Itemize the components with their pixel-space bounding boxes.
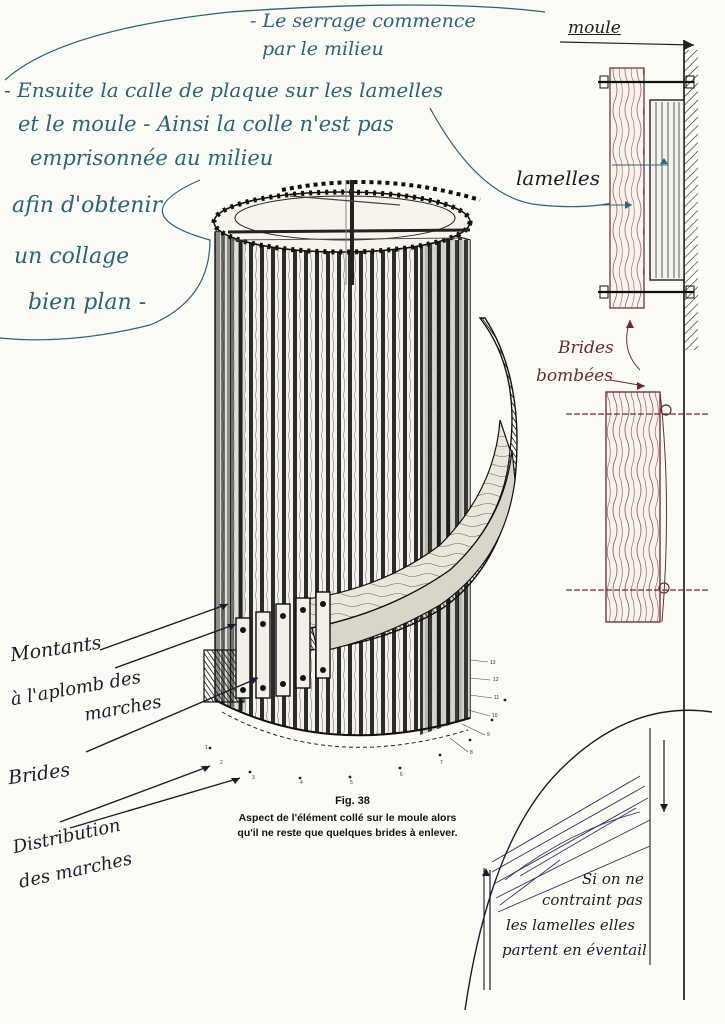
note-ensuite-line2: et le moule - Ainsi la colle n'est pas: [18, 112, 394, 136]
note-bubble-outline: [4, 4, 546, 81]
step-number-6: 6: [400, 772, 403, 778]
note-ensuite-line1: - Ensuite la calle de plaque sur les lam…: [4, 78, 444, 102]
note-bubble-lower: [0, 179, 211, 341]
fanning-lamelles-sketch: [464, 709, 713, 1011]
step-number-10: 10: [492, 713, 498, 719]
step-number-13: 13: [490, 660, 496, 666]
corner-note-line4: partent en éventail: [502, 941, 647, 959]
note-ensuite-line3: emprisonnée au milieu: [30, 146, 274, 170]
step-number-3: 3: [252, 775, 255, 781]
corner-note-line1: Si on ne: [582, 870, 644, 888]
step-number-9: 9: [487, 732, 490, 738]
step-number-2: 2: [220, 760, 223, 766]
label-bombees: bombées: [536, 366, 613, 386]
caption-line1: Aspect de l'élément collé sur le moule a…: [238, 812, 457, 824]
corner-note-line3: les lamelles elles: [506, 916, 635, 934]
step-number-1: 1: [205, 745, 208, 751]
label-moule: moule: [568, 18, 621, 38]
note-afin-line1: afin d'obtenir: [12, 193, 162, 218]
step-number-8: 8: [470, 750, 473, 756]
step-number-4: 4: [300, 780, 303, 786]
step-number-7: 7: [440, 760, 443, 766]
label-brides: Brides: [558, 338, 614, 358]
curved-clamp-sketch: [566, 319, 710, 623]
mould-section-sketch: [559, 40, 698, 1000]
note-serrage-line2: par le milieu: [262, 38, 384, 60]
step-number-12: 12: [493, 677, 499, 683]
note-lead-curve: [429, 107, 626, 208]
note-afin-line2: un collage: [14, 244, 130, 269]
label-lamelles: lamelles: [516, 166, 601, 190]
step-distribution-marks: [208, 698, 507, 780]
corner-note-line2: contraint pas: [542, 891, 643, 909]
step-number-11: 11: [494, 695, 500, 701]
leader-lines: [59, 603, 259, 829]
note-serrage-line1: - Le serrage commence: [250, 10, 476, 32]
note-afin-line3: bien plan -: [28, 290, 147, 315]
figure-number: Fig. 38: [335, 795, 370, 807]
caption-line2: qu'il ne reste que quelques brides à enl…: [237, 827, 458, 839]
cylinder-mould: [211, 180, 481, 748]
step-number-5: 5: [350, 780, 353, 786]
